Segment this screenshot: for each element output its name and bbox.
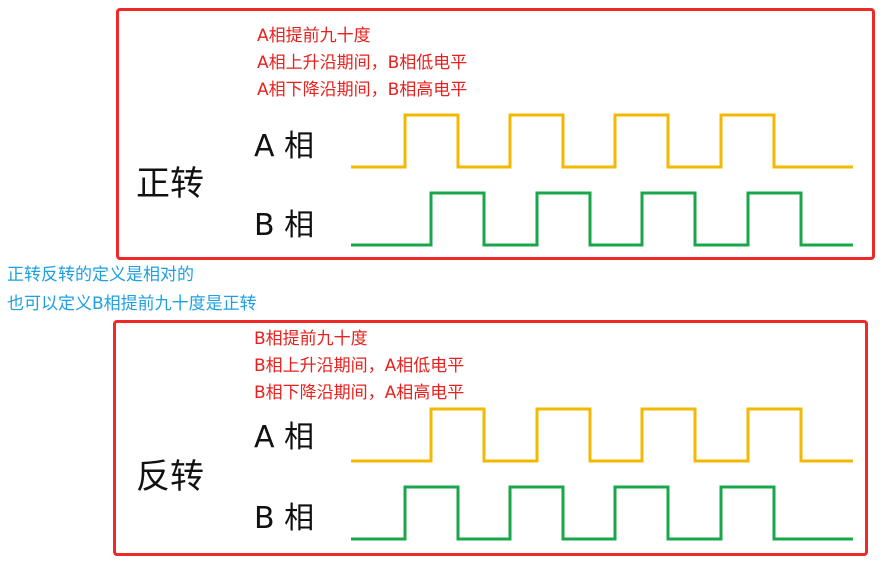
side-note-line-2: 也可以定义B相提前九十度是正转: [7, 294, 257, 314]
forward-phase-a-label: A 相: [254, 129, 315, 164]
forward-note-2: A相上升沿期间，B相低电平: [257, 53, 468, 73]
reverse-note-2: B相上升沿期间，A相低电平: [254, 356, 465, 376]
reverse-rotation-panel: B相提前九十度 B相上升沿期间，A相低电平 B相下降沿期间，A相高电平 反转 A…: [113, 320, 868, 556]
forward-notes: A相提前九十度 A相上升沿期间，B相低电平 A相下降沿期间，B相高电平: [257, 23, 467, 104]
reverse-phase-a-label: A 相: [254, 420, 315, 455]
reverse-phase-b-wave: [351, 485, 853, 541]
forward-phase-b-label: B 相: [254, 208, 315, 243]
side-note: 正转反转的定义是相对的 也可以定义B相提前九十度是正转: [7, 261, 257, 319]
reverse-phase-b-label: B 相: [254, 501, 315, 536]
reverse-note-3: B相下降沿期间，A相高电平: [254, 383, 465, 403]
forward-title: 正转: [136, 164, 204, 204]
reverse-notes: B相提前九十度 B相上升沿期间，A相低电平 B相下降沿期间，A相高电平: [254, 326, 464, 407]
side-note-line-1: 正转反转的定义是相对的: [7, 265, 194, 285]
forward-rotation-panel: A相提前九十度 A相上升沿期间，B相低电平 A相下降沿期间，B相高电平 正转 A…: [116, 8, 875, 260]
forward-phase-a-wave: [351, 113, 853, 169]
forward-note-3: A相下降沿期间，B相高电平: [257, 80, 468, 100]
reverse-title: 反转: [136, 457, 204, 497]
forward-note-1: A相提前九十度: [257, 26, 371, 46]
reverse-phase-a-wave: [351, 407, 853, 463]
forward-phase-b-wave: [351, 191, 853, 247]
reverse-note-1: B相提前九十度: [254, 329, 368, 349]
